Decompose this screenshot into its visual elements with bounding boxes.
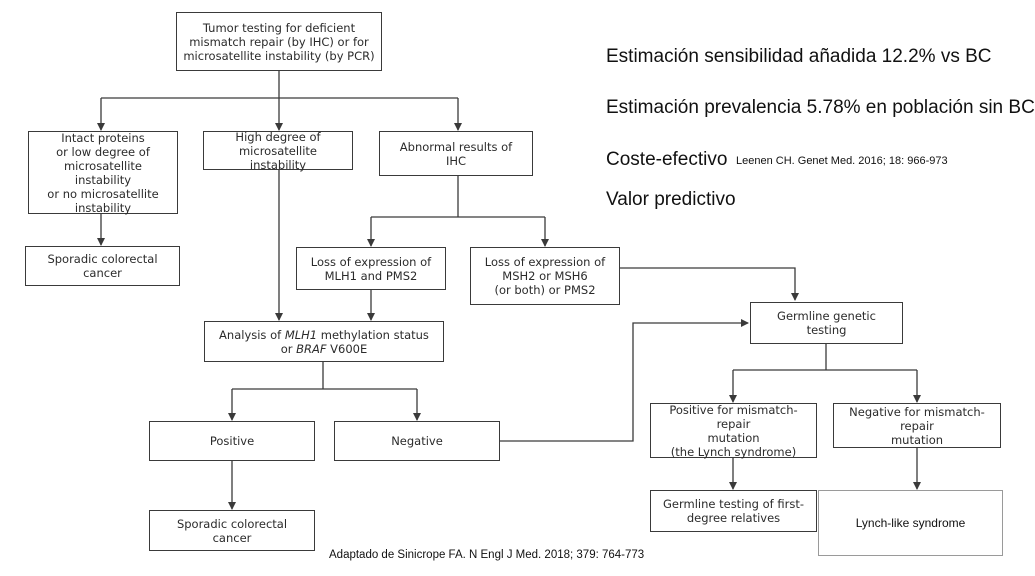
box-loss-mlh1-text: Loss of expression of MLH1 and PMS2 — [310, 254, 432, 283]
analysis-gene-mlh1: MLH1 — [284, 327, 318, 342]
box-high-degree-text: High degree of microsatellite instabilit… — [235, 129, 321, 172]
box-sporadic-bottom-text: Sporadic colorectal cancer — [176, 516, 288, 545]
box-negative: Negative — [334, 421, 500, 461]
box-intact-proteins: Intact proteins or low degree of microsa… — [28, 130, 178, 215]
box-loss-msh2-text: Loss of expression of MSH2 or MSH6 (or b… — [484, 255, 606, 297]
box-tumor-testing-text: Tumor testing for deficient mismatch rep… — [183, 20, 375, 63]
box-abnormal-ihc: Abnormal results of IHC — [379, 131, 533, 176]
note-prevalencia: Estimación prevalencia 5.78% en població… — [606, 97, 1035, 118]
box-positive-mmr: Positive for mismatch-repair mutation (t… — [650, 402, 817, 459]
box-sporadic-top-text: Sporadic colorectal cancer — [47, 252, 158, 280]
box-high-degree: High degree of microsatellite instabilit… — [203, 129, 353, 172]
box-positive: Positive — [149, 421, 315, 461]
arrow-loss-msh2-to-germline — [620, 267, 799, 301]
box-tumor-testing: Tumor testing for deficient mismatch rep… — [176, 12, 382, 71]
box-negative-mmr: Negative for mismatch-repair mutation — [833, 403, 1001, 448]
box-analysis-methylation: Analysis of MLH1 methylation status or BR… — [204, 321, 444, 362]
box-germline-testing-text: Germline genetic testing — [777, 309, 876, 337]
box-negative-text: Negative — [391, 434, 443, 448]
box-lynch-like-text: Lynch-like syndrome — [855, 516, 966, 530]
note-coste-efectivo: Coste-efectivo — [606, 149, 728, 170]
note-source-citation: Adaptado de Sinicrope FA. N Engl J Med. … — [329, 549, 645, 561]
note-sensibilidad: Estimación sensibilidad añadida 12.2% vs… — [606, 46, 992, 67]
box-sporadic-top: Sporadic colorectal cancer — [25, 246, 180, 286]
box-germline-relatives-text: Germline testing of first- degree relati… — [662, 497, 804, 525]
box-sporadic-bottom: Sporadic colorectal cancer — [149, 510, 315, 551]
analysis-gene-braf: BRAF — [296, 341, 327, 356]
analysis-text-pre: Analysis of — [219, 327, 285, 342]
box-positive-text: Positive — [209, 434, 255, 448]
note-valor-predictivo: Valor predictivo — [606, 189, 736, 210]
analysis-text-mid: methylation status — [317, 327, 429, 342]
box-negative-mmr-text: Negative for mismatch-repair mutation — [849, 404, 985, 447]
box-abnormal-ihc-text: Abnormal results of IHC — [399, 139, 513, 168]
arrow-negative-to-germline — [500, 319, 749, 442]
box-germline-testing: Germline genetic testing — [750, 302, 903, 344]
box-loss-msh2: Loss of expression of MSH2 or MSH6 (or b… — [470, 247, 620, 305]
box-analysis-methylation-text: Analysis of MLH1 methylation status or BR… — [219, 328, 429, 356]
box-intact-proteins-text: Intact proteins or low degree of microsa… — [47, 130, 159, 215]
box-positive-mmr-text: Positive for mismatch-repair mutation (t… — [669, 402, 798, 459]
analysis-text-or: or — [280, 341, 297, 356]
note-coste-reference: Leenen CH. Genet Med. 2016; 18: 966-973 — [736, 155, 948, 167]
box-lynch-like: Lynch-like syndrome — [818, 490, 1003, 556]
analysis-text-post: V600E — [326, 341, 368, 356]
box-loss-mlh1: Loss of expression of MLH1 and PMS2 — [296, 247, 446, 290]
box-germline-relatives: Germline testing of first- degree relati… — [650, 490, 817, 532]
